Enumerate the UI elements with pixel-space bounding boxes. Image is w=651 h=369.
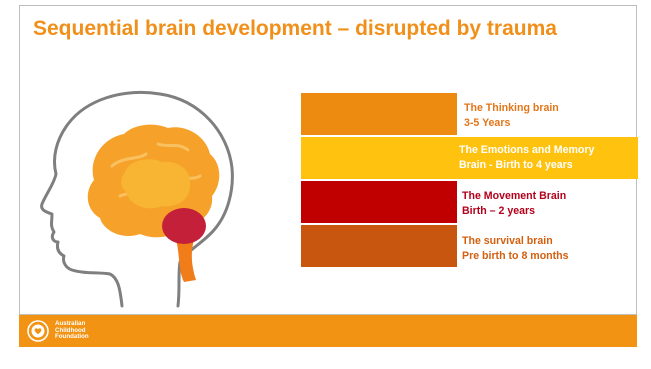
stage-emotions-swatch [301, 137, 457, 179]
organisation-logo: Australian Childhood Foundation [27, 319, 89, 343]
stage-movement-label: The Movement Brain Birth – 2 years [462, 189, 642, 219]
head-profile-with-brain-icon [40, 90, 234, 308]
stage-movement-title: The Movement Brain [462, 190, 567, 202]
stage-emotions-title: The Emotions and Memory [459, 144, 595, 156]
logo-line-3: Foundation [55, 333, 89, 341]
slide-title: Sequential brain development – disrupted… [33, 17, 557, 40]
logo-line-2: Childhood [55, 326, 86, 334]
logo-line-1: Australian [55, 320, 86, 328]
logo-wordmark: Australian Childhood Foundation [55, 320, 89, 341]
stage-movement-age: Birth – 2 years [462, 205, 536, 217]
stage-survival-title: The survival brain [462, 235, 553, 247]
stage-emotions-memory-brain: The Emotions and Memory Brain - Birth to… [301, 137, 638, 179]
footer-bar: Australian Childhood Foundation [19, 315, 637, 347]
heart-circle-logo-icon [27, 320, 49, 342]
stage-emotions-swatch-extension [457, 137, 638, 179]
stage-thinking-title: The Thinking brain [464, 102, 559, 114]
stage-thinking-brain: The Thinking brain 3-5 Years [301, 93, 638, 135]
stage-survival-age: Pre birth to 8 months [462, 250, 569, 262]
head-brain-illustration [28, 74, 268, 314]
stage-emotions-age: Brain - Birth to 4 years [459, 159, 573, 171]
brain-development-stack: The Thinking brain 3-5 Years The Emotion… [301, 93, 638, 269]
stage-survival-swatch [301, 225, 457, 267]
stage-thinking-swatch [301, 93, 457, 135]
stage-survival-label: The survival brain Pre birth to 8 months [462, 234, 642, 264]
stage-movement-swatch [301, 181, 457, 223]
stage-emotions-label: The Emotions and Memory Brain - Birth to… [459, 143, 639, 173]
stage-thinking-age: 3-5 Years [464, 117, 511, 129]
stage-survival-brain: The survival brain Pre birth to 8 months [301, 225, 638, 267]
stage-movement-brain: The Movement Brain Birth – 2 years [301, 181, 638, 223]
stage-thinking-label: The Thinking brain 3-5 Years [464, 101, 644, 131]
